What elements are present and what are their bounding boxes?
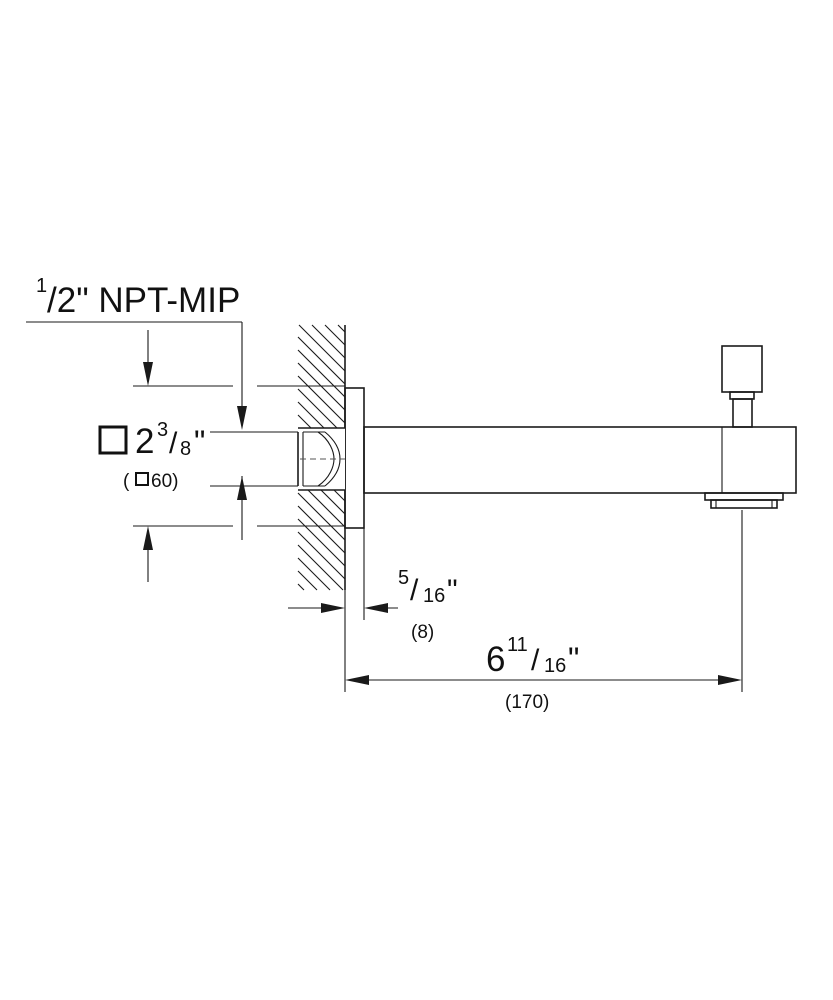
hatch-line	[337, 324, 346, 333]
hatch-line	[333, 489, 346, 502]
square-outline-icon	[98, 425, 128, 455]
thread-dimension: 1 /2" NPT-MIP	[26, 275, 298, 540]
pipe-connection	[297, 427, 345, 491]
hatch-line	[297, 570, 318, 591]
length-num: 11	[507, 634, 528, 656]
length-inch: "	[568, 641, 579, 677]
wall	[297, 324, 346, 591]
square-outline-icon	[135, 472, 149, 486]
hatch-line	[298, 324, 346, 372]
offset-dimension: 5 / 16 " (8)	[288, 528, 458, 643]
hatch-line	[297, 388, 338, 429]
length-int: 6	[486, 640, 505, 679]
flange-dimension: 2 3 / 8 " ( 60)	[98, 330, 345, 582]
offset-num: 5	[398, 567, 409, 589]
hatch-line	[320, 489, 346, 515]
thread-size-sup: 1	[36, 275, 47, 297]
hatch-line	[297, 401, 325, 429]
offset-inch: "	[447, 574, 458, 607]
length-mm: (170)	[505, 692, 549, 713]
hatch-line	[297, 531, 346, 580]
hatch-line	[297, 492, 346, 541]
escutcheon-flange	[344, 387, 365, 529]
hatch-line	[297, 544, 344, 591]
hatch-line	[297, 375, 346, 424]
diverter-knob[interactable]	[721, 345, 763, 428]
hatch-line	[297, 505, 346, 554]
offset-mm: (8)	[411, 622, 434, 643]
hatch-line	[307, 489, 346, 528]
hatch-line	[297, 583, 305, 591]
flange-size-num: 3	[157, 419, 168, 441]
hatch-line	[311, 324, 346, 359]
hatch-line	[324, 324, 346, 346]
length-den: 16	[544, 655, 566, 677]
wall-hatching	[297, 324, 346, 591]
thread-size-label: /2" NPT-MIP	[47, 281, 240, 320]
flange-size-slash: /	[169, 427, 178, 460]
flange-mm-value: 60)	[151, 471, 178, 492]
offset-den: 16	[423, 585, 445, 607]
length-dimension: 6 11 / 16 " (170)	[344, 510, 743, 713]
hatch-line	[297, 557, 331, 591]
hatch-line	[297, 414, 312, 429]
hatch-line	[297, 518, 346, 567]
flange-size-den: 8	[180, 438, 191, 460]
hatch-line	[297, 349, 346, 398]
offset-slash: /	[410, 574, 419, 607]
length-slash: /	[531, 644, 540, 677]
flange-size-inch: "	[194, 424, 205, 460]
spout-body	[363, 426, 797, 509]
hatch-line	[297, 336, 346, 385]
flange-mm-open: (	[123, 471, 130, 492]
flange-size-int: 2	[135, 422, 154, 461]
